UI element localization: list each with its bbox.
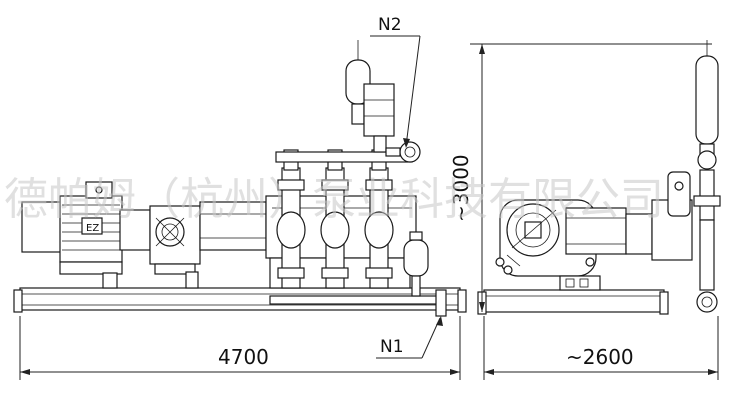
dim-height: ~3000 [449, 43, 712, 312]
side-base-frame [483, 289, 665, 313]
side-power-end [565, 207, 627, 255]
suction-manifold [269, 295, 441, 305]
dim-height-text: ~3000 [449, 154, 473, 222]
front-view: EZ [13, 40, 467, 317]
dim-width: ~2600 [483, 316, 719, 380]
drive-housing [199, 201, 267, 251]
motor: EZ [21, 181, 151, 289]
outlet-flange [385, 141, 421, 163]
callout-n1: N1 [376, 316, 443, 359]
callout-n2: N2 [370, 15, 421, 148]
inlet-flange [435, 289, 447, 317]
motor-plate-label: EZ [86, 223, 99, 234]
suction-dampener [403, 231, 429, 297]
nozzle-n1-label: N1 [380, 337, 404, 357]
pump-head-3 [364, 149, 394, 289]
gearbox [149, 205, 201, 289]
dim-length: 4700 [19, 316, 461, 380]
watermark-text: 德帕姆（杭州）泵业科技有限公司 [4, 174, 664, 225]
nozzle-n2-label: N2 [378, 15, 402, 35]
dim-width-text: ~2600 [566, 345, 634, 369]
discharge-dampener [345, 40, 395, 153]
side-discharge-column [693, 40, 721, 313]
side-view [477, 40, 721, 315]
dim-length-text: 4700 [218, 345, 269, 369]
